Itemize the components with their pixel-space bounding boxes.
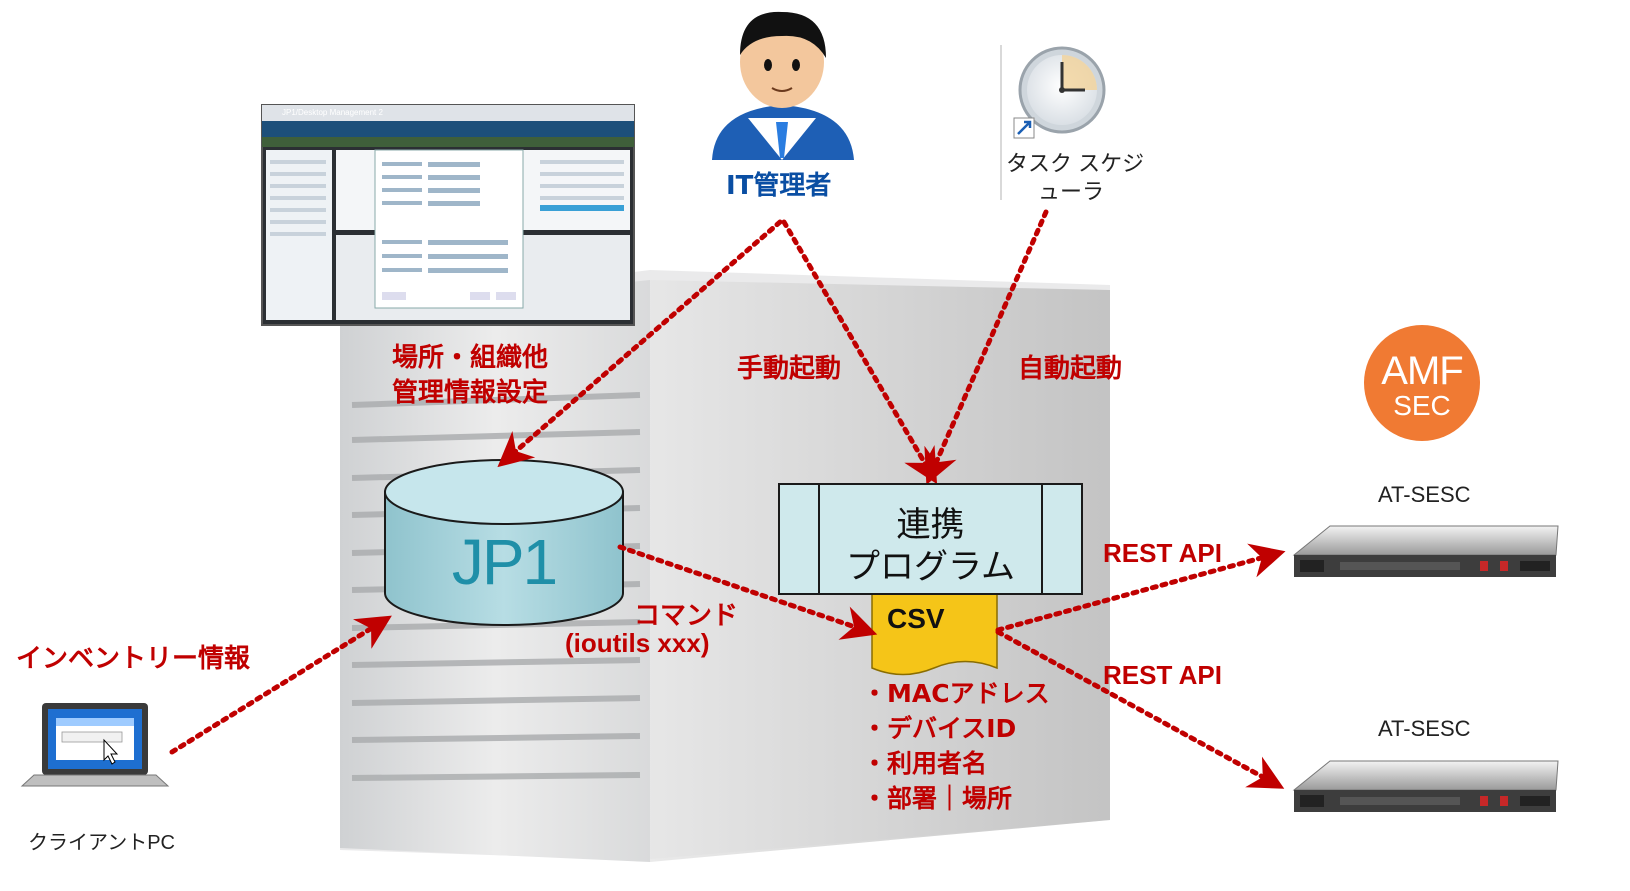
admin-label: IT管理者 (726, 171, 832, 201)
program-box: 連携 プログラム (778, 483, 1083, 595)
server-tower (340, 270, 1110, 862)
rest-api-label-1: REST API (1103, 538, 1222, 568)
program-box-right-bar (1041, 485, 1043, 593)
csv-field-mac: ・MACアドレス (862, 679, 1050, 708)
manual-start-label: 手動起動 (737, 354, 842, 384)
at-sesc-appliance-1 (1292, 525, 1559, 577)
arrow-csv-to-appliance-1 (995, 543, 1286, 633)
csv-label: CSV (887, 603, 945, 634)
arrow-admin-to-program (781, 219, 938, 485)
csv-document (871, 592, 998, 676)
csv-field-list: ・MACアドレス ・デバイスID ・利用者名 ・部署｜場所 (862, 676, 1050, 816)
jp1-database-cylinder (384, 459, 624, 626)
program-label-line1: 連携 (896, 505, 965, 545)
client-pc-label: クライアントPC (28, 832, 175, 854)
management-screenshot (261, 104, 635, 326)
csv-field-device-id: ・デバイスID (862, 714, 1017, 743)
arrow-scheduler-to-program (924, 209, 1049, 485)
arrow-client-to-jp1 (169, 615, 392, 755)
program-box-left-bar (818, 485, 820, 593)
csv-field-user-name: ・利用者名 (862, 749, 988, 778)
arrow-csv-to-appliance-2 (995, 629, 1285, 789)
amf-logo-text-bottom: SEC (1393, 390, 1451, 421)
auto-start-label: 自動起動 (1018, 354, 1123, 384)
client-pc-laptop-icon (20, 703, 170, 787)
inventory-label: インベントリー情報 (16, 644, 251, 674)
clock-icon (1013, 46, 1106, 139)
amf-logo-text-top: AMF (1381, 349, 1463, 393)
csv-field-department-location: ・部署｜場所 (862, 784, 1013, 813)
scheduler-label-line2: ューラ (1038, 179, 1105, 204)
command-label-line1: コマンド (634, 601, 739, 631)
appliance-label-2: AT-SESC (1378, 716, 1471, 741)
location-label-line1: 場所・組織他 (392, 343, 549, 373)
location-label-line2: 管理情報設定 (392, 378, 549, 408)
scheduler-label-line1: タスク スケジ (1006, 151, 1145, 176)
rest-api-label-2: REST API (1103, 660, 1222, 690)
admin-person-icon (712, 11, 854, 160)
command-label-line2: (ioutils xxx) (565, 628, 710, 658)
screenshot-title: JP1/Desktop Management 2 (282, 108, 383, 117)
arrow-jp1-to-csv (617, 544, 878, 640)
program-label-line2: プログラム (846, 547, 1015, 587)
amf-sec-logo: AMF SEC (1364, 325, 1480, 441)
arrow-admin-to-jp1 (497, 219, 783, 468)
at-sesc-appliance-2 (1292, 760, 1559, 812)
appliance-label-1: AT-SESC (1378, 482, 1471, 507)
jp1-label: JP1 (451, 526, 558, 598)
